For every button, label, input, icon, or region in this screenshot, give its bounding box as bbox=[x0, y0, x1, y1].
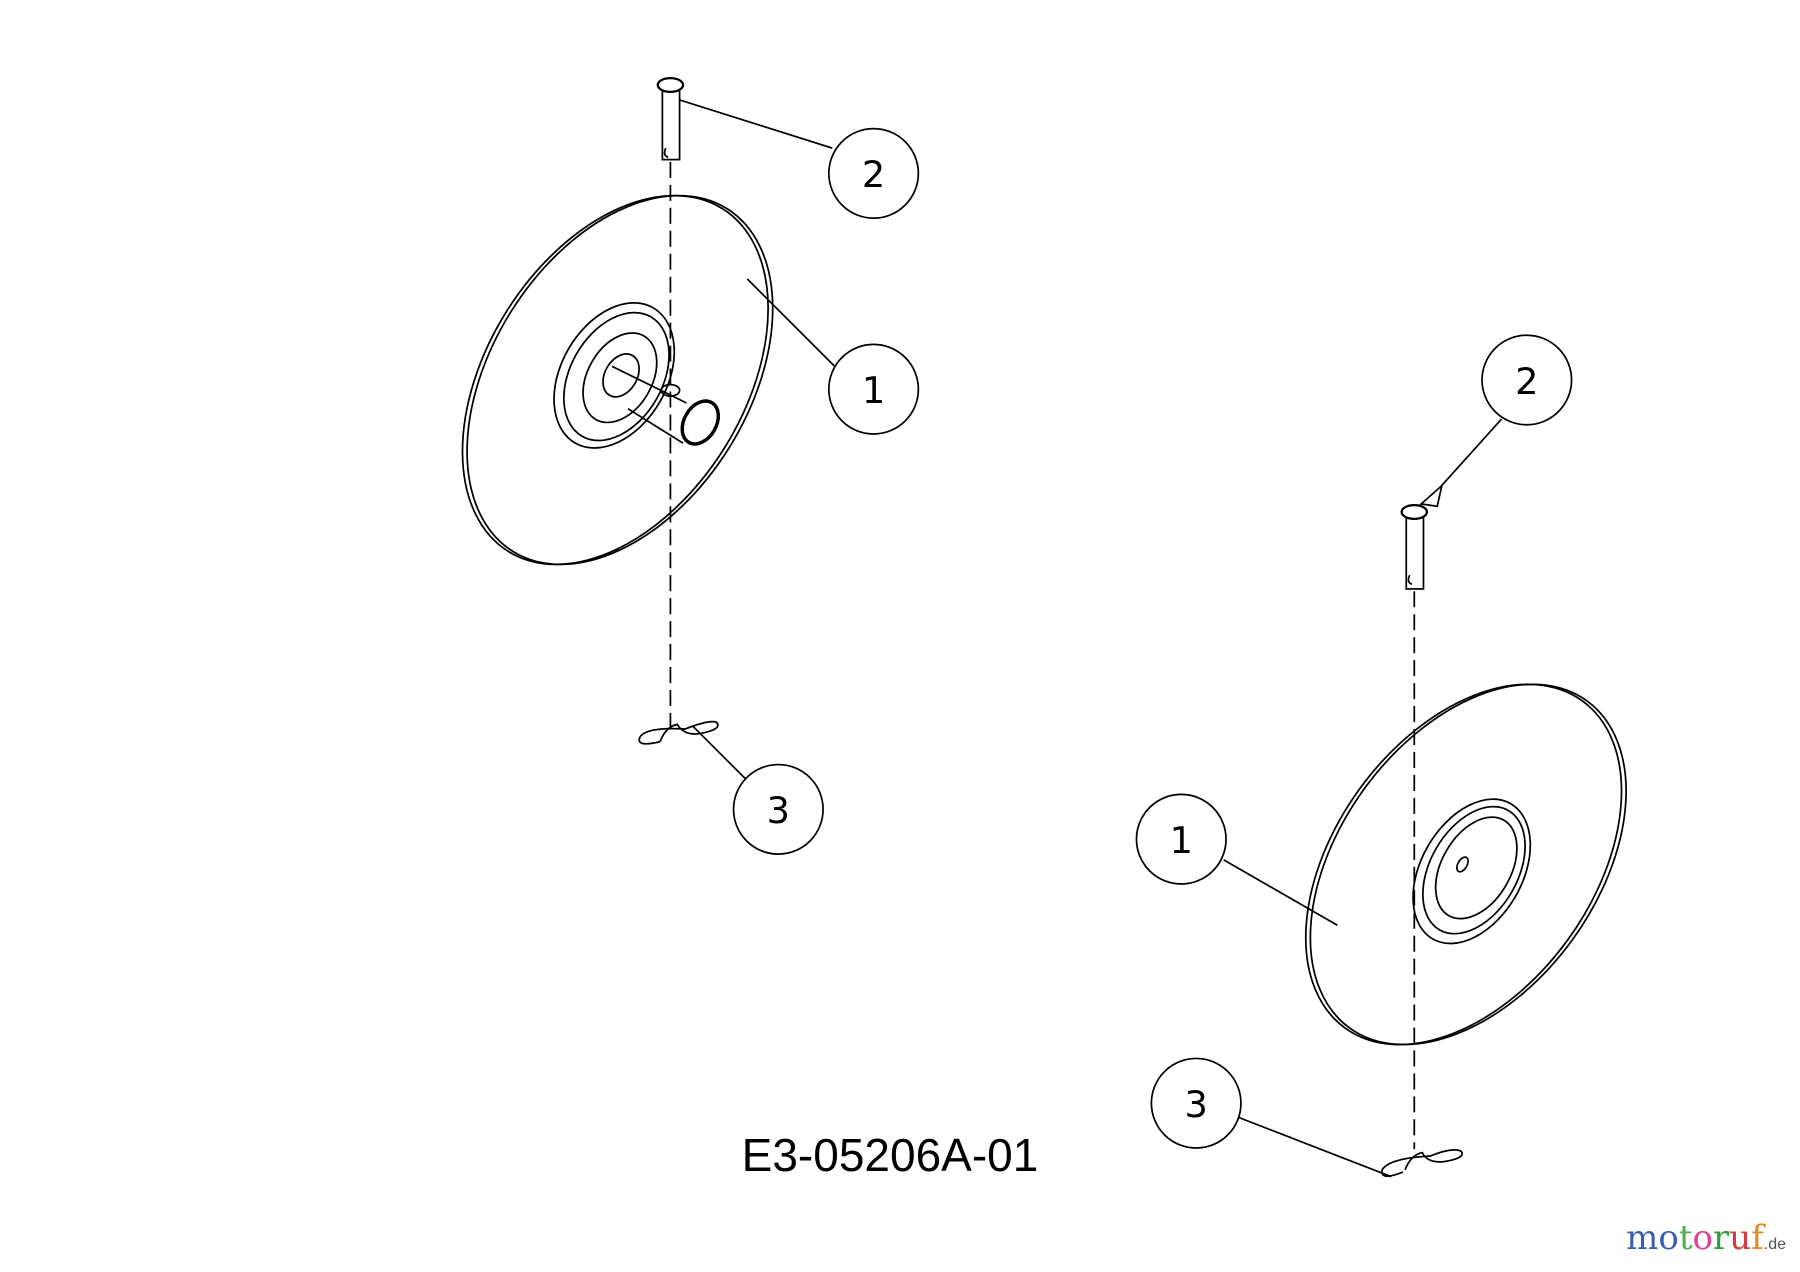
callout-right-wheel: 1 bbox=[1135, 793, 1227, 885]
motoruf-logo[interactable]: motoruf.de bbox=[1626, 1218, 1786, 1258]
logo-letter: o bbox=[1692, 1218, 1713, 1258]
right-pin bbox=[1400, 503, 1429, 590]
logo-suffix: .de bbox=[1763, 1236, 1786, 1253]
left-clip bbox=[638, 720, 719, 745]
svg-text:2: 2 bbox=[862, 153, 885, 196]
logo-letter: u bbox=[1729, 1218, 1752, 1258]
logo-letter: t bbox=[1678, 1218, 1693, 1258]
svg-text:3: 3 bbox=[767, 789, 790, 832]
right-clip bbox=[1381, 1149, 1463, 1177]
left-pin bbox=[656, 76, 685, 161]
svg-text:1: 1 bbox=[1170, 819, 1193, 862]
svg-text:3: 3 bbox=[1184, 1083, 1207, 1126]
callout-left-clip: 3 bbox=[732, 763, 824, 855]
left-wheel bbox=[461, 194, 774, 566]
callout-left-pin: 2 bbox=[827, 127, 920, 220]
logo-letter: o bbox=[1658, 1218, 1679, 1258]
svg-text:2: 2 bbox=[1515, 360, 1538, 403]
callout-right-pin: 2 bbox=[1481, 334, 1573, 426]
callout-left-wheel: 1 bbox=[827, 343, 920, 435]
logo-letter: r bbox=[1712, 1218, 1730, 1258]
logo-letter: m bbox=[1626, 1218, 1659, 1258]
right-wheel bbox=[1304, 683, 1627, 1046]
logo-text: motoruf bbox=[1626, 1218, 1764, 1258]
callout-right-clip: 3 bbox=[1150, 1057, 1242, 1149]
logo-letter: f bbox=[1751, 1218, 1764, 1258]
svg-text:1: 1 bbox=[862, 369, 885, 412]
drawing-code: E3-05206A-01 bbox=[741, 1129, 1039, 1181]
